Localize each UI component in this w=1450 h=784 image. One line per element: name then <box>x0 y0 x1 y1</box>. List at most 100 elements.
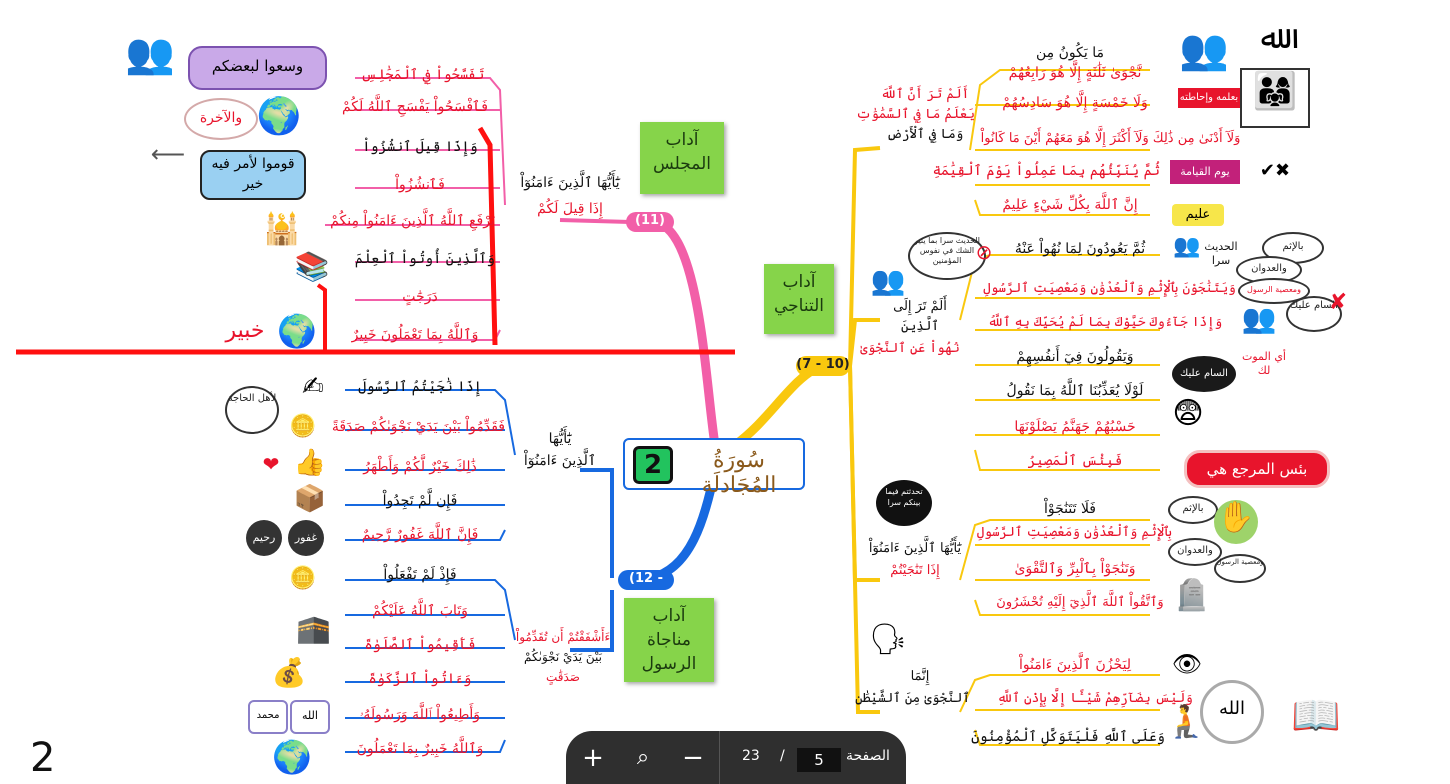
majlis-item-8: وَٱللَّهُ بِمَا تَعْمَلُونَ خَبِيرٌ <box>351 327 479 343</box>
devil-whisper-icon: 🗣 <box>868 622 908 657</box>
wasaoo-label: وسعوا لبعضكم <box>188 46 327 90</box>
ghafoor-label: غفور <box>288 520 324 556</box>
quran-icon: ✍ <box>302 372 324 402</box>
tanaji-badge: (7 - 10) <box>796 356 850 376</box>
majlis-root-line2: إِذَا قِيلَ لَكُمْ <box>537 201 603 217</box>
majlis-note: آداب المجلس <box>640 122 724 194</box>
salam-bubble: السام عليك <box>1286 296 1342 332</box>
munajat-item2-6: وَٱللَّهُ خَبِيرٌ بِمَا تَعْمَلُونَ <box>356 741 484 757</box>
munajat-root2-line1: ءَأَشْفَقْتُمْ أَن تُقَدِّمُواْ <box>515 630 611 644</box>
page-number-input[interactable] <box>797 748 841 772</box>
g2-root-line2: ٱلَّذِينَ <box>900 319 940 334</box>
munajat-item2-4: وَءَاتُواْ ٱلزَّكَوٰةَ <box>368 671 472 687</box>
majlis-badge: (11) <box>626 212 674 232</box>
g2-item-1: ثُمَّ يَعُودُونَ لِمَا نُهُواْ عَنْهُ <box>1014 241 1146 257</box>
g3-item-1: فَلَا تَتَنَٰجَوْاْ <box>1043 501 1096 517</box>
g2-root-line1: أَلَمْ تَرَ إِلَى <box>893 299 947 314</box>
ilm-label: بعلمه وإحاطته <box>1178 88 1240 108</box>
heart-icon: ❤ <box>262 452 280 476</box>
g3-item-3: وَتَنَٰجَوْاْ بِٱلْبِرِّ وَٱلتَّقْوَىٰ <box>1014 561 1136 577</box>
box-icon: 📦 <box>293 484 327 514</box>
check-cross-icon: ✔✖ <box>1259 160 1291 181</box>
meeting-table-icon: 👥 <box>125 31 175 77</box>
g3-root-line2: إِذَا تَنَٰجَيْتُمْ <box>890 563 940 578</box>
prayer-mat-icon: 🕋 <box>296 612 331 645</box>
qomoo-label: قوموا لأمر فيه خير <box>200 150 306 200</box>
munajat-root1-line2: ٱلَّذِينَ ءَامَنُوٓاْ <box>523 453 597 469</box>
crying-eye-icon: 👁 <box>1171 650 1203 678</box>
money-bags-icon: 💰 <box>271 656 307 689</box>
surah-title: سُورَةُ المُجَادلَة <box>701 448 777 498</box>
g1-item-4: وَلَآ أَدْنَىٰ مِن ذَٰلِكَ وَلَآ أَكْثَر… <box>980 131 1241 146</box>
surah-number-badge: 2 <box>633 446 673 484</box>
g3-item-2: بِٱلْإِثْمِ وَٱلْعُدْوَٰنِ وَمَعْصِيَتِ … <box>976 525 1172 540</box>
zoom-in-button[interactable]: + <box>582 743 604 773</box>
allah-calligraphy-icon: ﷲ <box>1260 18 1280 56</box>
raheem-label: رحيم <box>246 520 282 556</box>
no-sign-icon: ⊘ <box>975 240 993 264</box>
total-pages: 23 <box>742 748 760 764</box>
majlis-item-1: تَفَسَّحُواْ فِي ٱلْمَجَٰلِسِ <box>360 67 485 83</box>
g1-item-5: ثُمَّ يُنَبِّئُهُم بِمَا عَمِلُواْ يَوْم… <box>932 163 1160 179</box>
coins-icon: 🪙 <box>289 566 317 591</box>
page-separator: / <box>780 748 785 764</box>
aleem-label: عليم <box>1172 204 1224 226</box>
g4-root-line1: إِنَّمَا <box>910 669 930 684</box>
thumb-icon: 👍 <box>293 448 327 478</box>
center-title-box: 2 سُورَةُ المُجَادلَة <box>623 438 805 498</box>
two-people-icon: 👥 <box>870 264 906 297</box>
qiyama-label: يوم القيامة <box>1170 160 1240 184</box>
g4-item-3: وَعَلَى ٱللَّهِ فَلْيَتَوَكَّلِ ٱلْمُؤْم… <box>971 729 1165 745</box>
munajat-note: آداب مناجاة الرسول <box>624 598 714 682</box>
meeting-people-icon: 👥 <box>1179 27 1229 73</box>
salam-dark-label: السام عليك <box>1172 356 1236 392</box>
g4-root-line2: ٱلنَّجْوَىٰ مِنَ ٱلشَّيْطَٰنِ <box>855 691 970 706</box>
search-zoom-button[interactable]: ⌕ <box>628 743 658 773</box>
ahl-label: لأهل الحاجة <box>225 386 279 434</box>
g1-item-2: نَّجْوَىٰ ثَلَٰثَةٍ إِلَّا هُوَ رَابِعُه… <box>1008 65 1142 81</box>
slide-number: 2 <box>30 735 56 781</box>
page-label: الصفحة <box>846 748 890 764</box>
search-icon: ⌕ <box>636 745 650 770</box>
g2-item-7: فَبِئْسَ ٱلْمَصِيرُ <box>1027 453 1123 469</box>
whispering-people-icon: 👥 <box>1173 234 1201 259</box>
munajat-item2-5: وَأَطِيعُواْ ٱللَّهَ وَرَسُولَهُۥ <box>359 707 481 723</box>
globe-icon: 🌍 <box>256 96 302 137</box>
muhammad-label: محمد <box>248 700 288 734</box>
praying-man-icon: 🧎 <box>1166 702 1206 740</box>
majlis-item-4: فَٱنشُزُواْ <box>395 177 445 193</box>
majlis-item-5: يَرْفَعِ ٱللَّهُ ٱلَّذِينَ ءَامَنُواْ مِ… <box>330 213 495 229</box>
munajat-badge: (12 - 13) <box>618 570 674 604</box>
allah-circle-label: الله <box>1200 680 1264 744</box>
majlis-item-3: وَإِذَا قِيلَ ٱنشُزُواْ <box>362 139 478 155</box>
brand-logo-icon: 📖 <box>1291 693 1341 739</box>
two-people-icon: 👥 <box>1241 302 1277 335</box>
g4-item-2: وَلَيْسَ بِضَآرِّهِمْ شَيْـًٔا إِلَّا بِ… <box>997 691 1193 706</box>
munajat-item2-3: فَأَقِيمُواْ ٱلصَّلَوٰةَ <box>364 637 476 653</box>
g2-root-line3: نُهُواْ عَنِ ٱلنَّجْوَىٰ <box>860 341 960 356</box>
g3-ithm-bubble: بالإثم <box>1168 496 1218 524</box>
munajat-item1-1: إِذَا نَٰجَيْتُمُ ٱلرَّسُولَ <box>358 379 482 395</box>
tahad-cloud: تحدثتم فيما بينكم سرا <box>876 480 932 526</box>
coins-icon: 🪙 <box>289 414 317 439</box>
grave-icon: 🪦 <box>1173 578 1211 613</box>
majlis-item-2: فَٱفْسَحُواْ يَفْسَحِ ٱللَّهُ لَكُمْ <box>341 99 488 115</box>
g2-item-2: وَيَتَنَٰجَوْنَ بِٱلْإِثْمِ وَٱلْعُدْوَٰ… <box>983 281 1236 296</box>
g1-item-1: مَا يَكُونُ مِن <box>1036 45 1104 61</box>
munajat-root2-line2: بَيْنَ يَدَيْ نَجْوَىٰكُمْ <box>524 650 602 664</box>
munajat-item1-5: فَإِنَّ ٱللَّهَ غَفُورٌ رَّحِيمٌ <box>361 527 479 543</box>
g2-item-4: وَيَقُولُونَ فِيٓ أَنفُسِهِمْ <box>1016 349 1134 365</box>
munajat-root1-line1: يَٰٓأَيُّهَا <box>548 431 572 447</box>
scared-man-icon: 😨 <box>1172 396 1204 431</box>
majlis-root-line1: يَٰٓأَيُّهَا ٱلَّذِينَ ءَامَنُوٓاْ <box>520 175 620 191</box>
munajat-item1-3: ذَٰلِكَ خَيْرٌ لَّكُمْ وَأَطْهَرُ <box>363 459 477 475</box>
crowd-icon: 👨‍👩‍👧 <box>1240 68 1310 128</box>
arrow-left-icon: ⟵ <box>150 140 186 168</box>
ay-label: أي الموت لك <box>1242 350 1286 377</box>
g3-root-line1: يَٰٓأَيُّهَا ٱلَّذِينَ ءَامَنُوٓاْ <box>868 541 962 556</box>
zoom-out-button[interactable]: − <box>682 743 704 773</box>
bisa-label: بئس المرجع هي <box>1184 450 1330 488</box>
pdf-toolbar: + ⌕ − <box>566 731 906 784</box>
